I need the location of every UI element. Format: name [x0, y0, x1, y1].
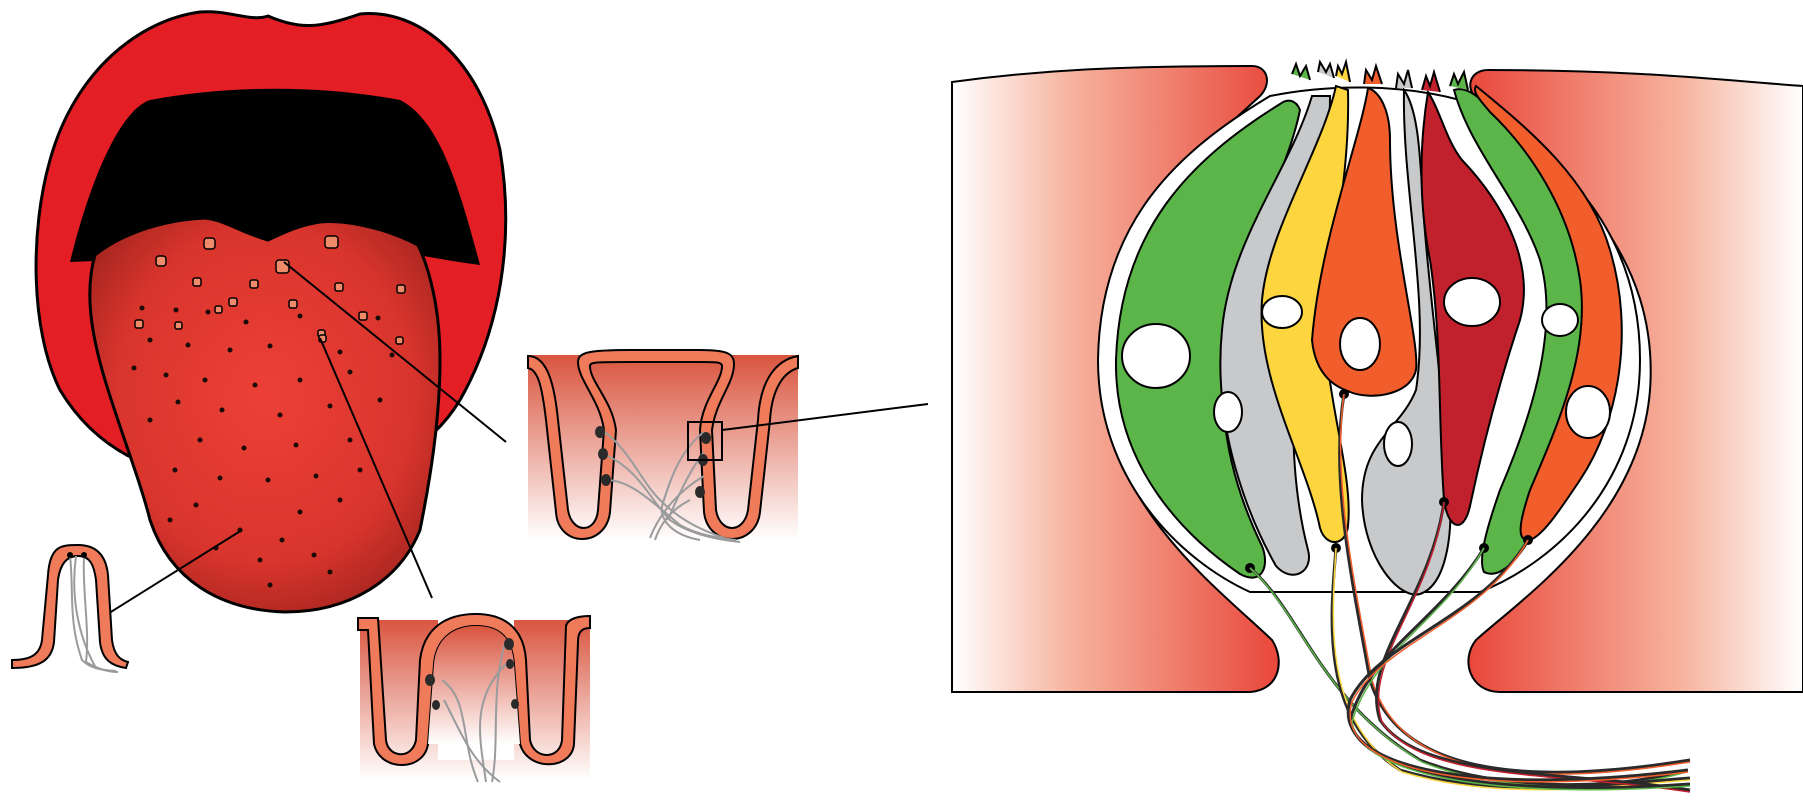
tongue — [90, 218, 440, 612]
taste-bud-panel — [952, 62, 1803, 792]
fungiform-papilla-panel — [358, 614, 590, 782]
filiform-papilla-panel — [12, 545, 128, 672]
circumvallate-papilla-panel — [528, 350, 928, 542]
mouth-tongue-panel — [36, 12, 506, 615]
